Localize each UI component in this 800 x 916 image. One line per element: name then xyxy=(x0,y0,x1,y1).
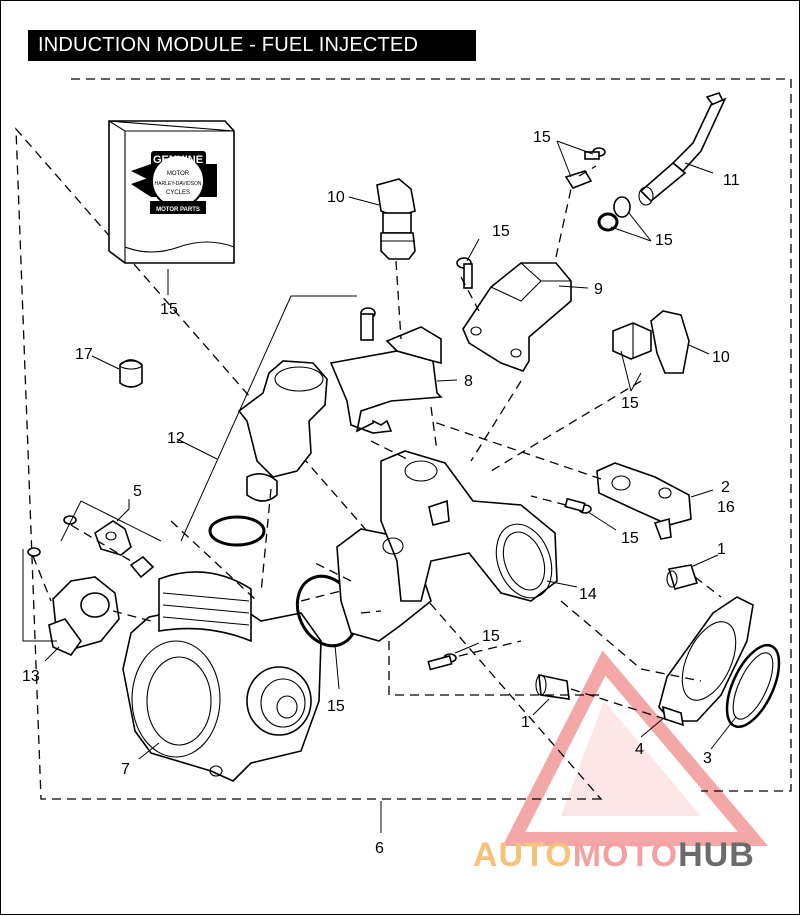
callout-2: 2 xyxy=(721,479,730,496)
throttle-body-part xyxy=(122,571,322,782)
callout-16: 16 xyxy=(717,499,735,516)
callout-5: 5 xyxy=(133,483,142,500)
watermark-hub-text: HUB xyxy=(678,836,755,874)
genuine-parts-kit-box: GENUINE MOTOR HARLEY-DAVIDSON CYCLES MOT… xyxy=(108,120,235,264)
callout-11: 11 xyxy=(723,172,740,189)
fuel-rail-screw-part xyxy=(564,147,606,189)
watermark-moto-text: MOTO xyxy=(573,836,678,874)
callout-3: 3 xyxy=(703,750,712,767)
callout-leader-lines xyxy=(22,140,737,833)
fuel-injector-top-part xyxy=(376,178,416,260)
throttle-position-sensor-bracket-part xyxy=(63,515,155,579)
callout-10-right: 10 xyxy=(712,349,730,366)
kit-boundary-outline xyxy=(15,78,792,800)
cap-part xyxy=(119,359,143,388)
fuel-line-washer xyxy=(613,196,631,218)
callout-17: 17 xyxy=(75,346,93,363)
callout-7: 7 xyxy=(121,761,130,778)
callout-6: 6 xyxy=(375,840,384,857)
logo-motor-text: MOTOR xyxy=(167,171,190,177)
callout-15-bolt: 15 xyxy=(482,628,500,645)
callout-10-top: 10 xyxy=(327,189,345,206)
callout-15-injector: 15 xyxy=(621,395,639,412)
manifold-bolt-part xyxy=(427,653,457,671)
throttle-position-sensor-part xyxy=(27,547,120,656)
fuel-rail-mount-screw-part xyxy=(456,257,473,289)
callout-9: 9 xyxy=(594,281,603,298)
assembly-dashed-lines xyxy=(32,165,722,722)
iac-bracket-part xyxy=(329,307,443,434)
logo-cycles-text: CYCLES xyxy=(166,190,190,196)
svg-text:AUTOMOTOHUB: AUTOMOTOHUB xyxy=(473,836,755,874)
intake-flange-part xyxy=(658,596,754,727)
intake-manifold-part xyxy=(336,450,558,642)
fuel-rail-part xyxy=(462,262,572,372)
fuel-supply-line-part xyxy=(638,92,727,206)
callout-15-screw: 15 xyxy=(492,223,510,240)
logo-harley-text: HARLEY-DAVIDSON xyxy=(155,181,202,187)
fuel-rail-o-ring xyxy=(597,212,619,232)
genuine-logo: GENUINE MOTOR HARLEY-DAVIDSON CYCLES MOT… xyxy=(131,151,217,214)
stud-top-part xyxy=(666,564,699,590)
callout-15-gasket: 15 xyxy=(327,698,345,715)
callout-15-washer: 15 xyxy=(655,232,673,249)
iac-o-ring xyxy=(208,515,266,547)
callout-15-box: 15 xyxy=(160,301,178,318)
map-sensor-screw-part xyxy=(564,497,592,514)
callout-1-bottom: 1 xyxy=(521,714,530,731)
callout-15-top: 15 xyxy=(533,129,551,146)
logo-genuine-text: GENUINE xyxy=(153,154,203,166)
callout-15-sensor: 15 xyxy=(621,530,639,547)
stud-bottom-part xyxy=(535,673,570,700)
manifold-seal-part xyxy=(725,643,781,729)
callout-8: 8 xyxy=(464,373,473,390)
fuel-injector-right-part xyxy=(612,310,690,374)
callout-1-top: 1 xyxy=(717,541,726,558)
callout-14: 14 xyxy=(579,586,597,603)
idle-air-control-motor-part xyxy=(208,360,328,547)
callout-4: 4 xyxy=(635,741,644,758)
page-title: INDUCTION MODULE - FUEL INJECTED xyxy=(28,30,476,61)
callout-12: 12 xyxy=(167,430,185,447)
manifold-pressure-sensor-part xyxy=(596,462,692,540)
logo-motor-parts-text: MOTOR PARTS xyxy=(156,207,200,213)
watermark-logo: AUTOMOTOHUB xyxy=(473,836,755,874)
callout-13: 13 xyxy=(22,668,40,685)
watermark-auto-text: AUTO xyxy=(473,836,573,874)
